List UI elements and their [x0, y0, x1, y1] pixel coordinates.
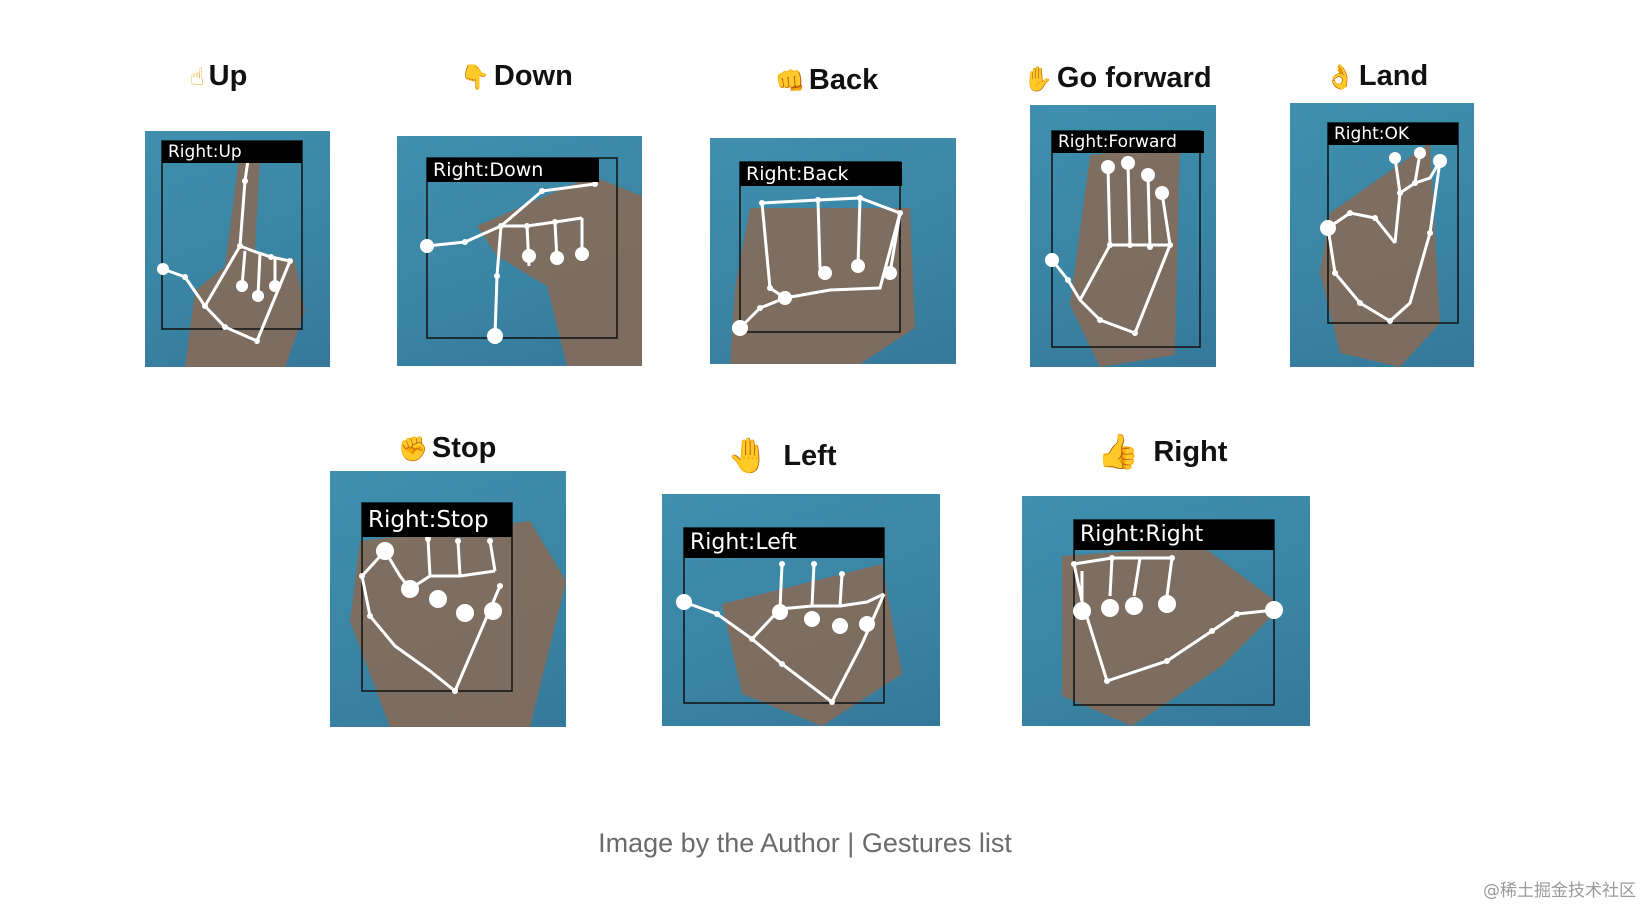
gesture-title-stop: ✊ Stop: [398, 432, 496, 465]
gesture-photo-go-forward: Right:Forward: [1030, 105, 1216, 367]
gesture-title-land: 👌 Land: [1325, 60, 1428, 93]
gesture-photo-right: Right:Right: [1022, 496, 1310, 726]
gesture-photo-stop: Right:Stop: [330, 471, 566, 727]
gesture-title-text: Go forward: [1056, 62, 1212, 94]
gesture-title-back: 👊 Back: [775, 64, 878, 97]
hand-landmarks-land: [1320, 122, 1459, 367]
gesture-title-text: Left: [783, 439, 837, 472]
gesture-photo-down: Right:Down: [397, 136, 642, 366]
gesture-title-left: 🤚 Left: [727, 436, 837, 476]
hand-landmarks-left: [676, 527, 902, 726]
gesture-title-text: Stop: [431, 432, 497, 464]
ok-hand-icon: 👌: [1325, 62, 1355, 91]
fist-icon: 👊: [775, 66, 805, 95]
bbox-label: Right:Right: [1074, 520, 1274, 550]
gesture-title-text: Right: [1153, 435, 1228, 468]
gesture-title-text: Back: [808, 64, 879, 96]
pointing-down-icon: 👇: [460, 62, 490, 91]
gesture-photo-back: Right:Back: [710, 138, 956, 364]
pointing-up-icon: ☝: [190, 62, 205, 91]
hand-landmarks-up: [157, 140, 305, 367]
bbox-label: Right:OK: [1328, 123, 1458, 145]
gesture-title-text: Land: [1358, 60, 1429, 92]
gesture-title-right: 👍 Right: [1097, 432, 1227, 472]
gesture-photo-left: Right:Left: [662, 494, 940, 726]
bbox-label: Right:Back: [740, 162, 902, 186]
hand-landmarks-right: [1062, 519, 1283, 726]
gesture-title-down: 👇 Down: [460, 60, 573, 93]
raised-fist-icon: ✊: [398, 434, 428, 463]
bbox-label: Right:Left: [684, 528, 884, 558]
gesture-photo-up: Right:Up: [145, 131, 330, 367]
raised-back-of-hand-icon: 🤚: [727, 436, 770, 476]
figure-caption: Image by the Author | Gestures list: [598, 828, 1012, 858]
hand-landmarks-back: [730, 161, 915, 364]
gesture-title-go-forward: ✋ Go forward: [1023, 62, 1212, 95]
bbox-label: Right:Stop: [362, 503, 512, 537]
bbox-label: Right:Up: [162, 141, 302, 163]
bbox-label: Right:Down: [427, 158, 599, 182]
gesture-title-up: ☝ Up: [190, 60, 247, 93]
gesture-title-text: Up: [208, 60, 248, 92]
hand-landmarks-stop: [350, 502, 566, 727]
raised-hand-icon: ✋: [1023, 64, 1053, 93]
gesture-title-text: Down: [493, 60, 573, 92]
gesture-photo-land: Right:OK: [1290, 103, 1474, 367]
bbox-label: Right:Forward: [1052, 131, 1204, 153]
thumb-pointing-icon: 👍: [1097, 432, 1140, 472]
watermark: @稀土掘金技术社区: [1483, 881, 1636, 901]
hand-landmarks-go-forward: [1045, 130, 1201, 367]
